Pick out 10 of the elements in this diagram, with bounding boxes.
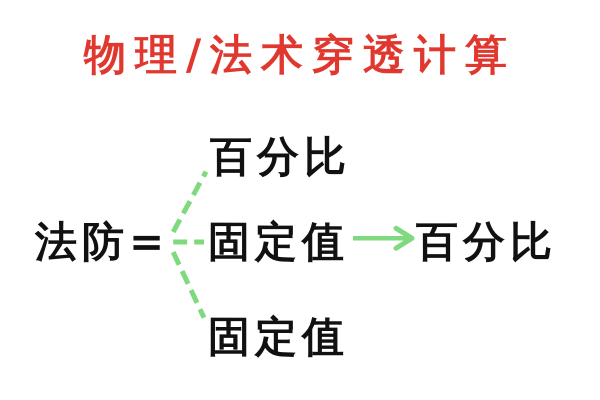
term-text: 百分比: [206, 134, 355, 180]
arrow: [353, 226, 414, 251]
term-text: 法防=: [31, 219, 174, 265]
dashed-line: [171, 170, 208, 234]
dashed-line: [173, 240, 204, 244]
term-text: 固定值: [204, 219, 353, 265]
term-text: 百分比: [412, 219, 561, 265]
title: 物理/法术穿透计算: [84, 30, 516, 79]
term-text: 固定值: [204, 314, 353, 360]
dashed-line: [170, 251, 206, 319]
